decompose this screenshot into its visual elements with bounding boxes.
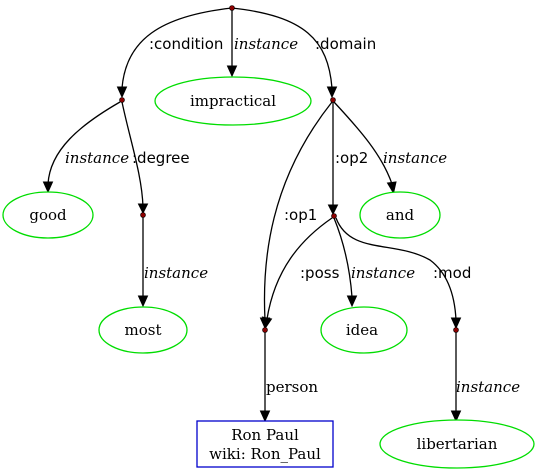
- label-op2: :op2: [335, 149, 368, 167]
- node-and-label: and: [386, 206, 415, 224]
- mod-node: [453, 327, 459, 333]
- edge-person-arrow: [259, 410, 271, 423]
- edge-instance-root-arrow: [226, 65, 238, 78]
- label-mod: :mod: [433, 264, 471, 282]
- label-instance-idea: instance: [351, 264, 415, 282]
- node-libertarian-label: libertarian: [417, 435, 498, 453]
- node-libertarian: [379, 419, 535, 469]
- node-idea: [320, 306, 408, 354]
- edge-poss-arrow: [261, 316, 273, 329]
- node-idea-label: idea: [346, 321, 378, 339]
- node-ron-paul-line2: wiki: Ron_Paul: [209, 445, 321, 463]
- edge-degree-arrow: [137, 203, 149, 215]
- edge-mod: [335, 217, 457, 321]
- node-most-label: most: [125, 321, 162, 339]
- label-condition: :condition: [149, 35, 223, 53]
- label-domain: :domain: [315, 35, 376, 53]
- edge-instance-and: [333, 101, 393, 185]
- edge-degree: [121, 101, 144, 208]
- edge-instance-and-arrow: [386, 181, 397, 195]
- root-node: [229, 5, 235, 11]
- degree-node: [140, 212, 146, 218]
- edge-condition: [121, 7, 233, 89]
- edge-domain-arrow: [326, 86, 338, 99]
- edge-op2-arrow: [327, 204, 339, 216]
- label-instance-good: instance: [65, 149, 129, 167]
- edge-op1: [263, 101, 333, 321]
- edge-mod-arrow: [450, 317, 462, 330]
- label-person: person: [266, 378, 318, 396]
- condition-node: [119, 97, 125, 103]
- label-instance-root: instance: [234, 35, 298, 53]
- person-node: [262, 327, 268, 333]
- node-ron-paul-line1: Ron Paul: [231, 426, 299, 444]
- edge-condition-arrow: [116, 86, 128, 99]
- label-instance-most: instance: [144, 264, 208, 282]
- label-poss: :poss: [300, 264, 340, 282]
- domain-node: [330, 97, 336, 103]
- edge-poss: [266, 217, 333, 320]
- label-instance-libertarian: instance: [456, 378, 520, 396]
- edge-domain: [231, 7, 333, 89]
- node-good: [2, 191, 94, 239]
- label-degree: :degree: [132, 149, 190, 167]
- node-impractical: [154, 76, 312, 126]
- edge-instance-idea-arrow: [346, 295, 358, 308]
- edge-instance-good-arrow: [42, 181, 54, 194]
- edge-instance-good: [47, 101, 121, 185]
- op2-node: [331, 213, 337, 219]
- node-impractical-label: impractical: [190, 92, 276, 110]
- edge-instance-idea: [333, 217, 353, 298]
- node-ron-paul: [196, 420, 334, 468]
- edge-instance-most-arrow: [137, 295, 149, 308]
- label-op1: :op1: [284, 206, 317, 224]
- node-and: [359, 191, 441, 239]
- node-most: [98, 306, 188, 354]
- node-good-label: good: [29, 206, 67, 224]
- label-instance-and: instance: [383, 149, 447, 167]
- edge-instance-libertarian-arrow: [450, 410, 462, 423]
